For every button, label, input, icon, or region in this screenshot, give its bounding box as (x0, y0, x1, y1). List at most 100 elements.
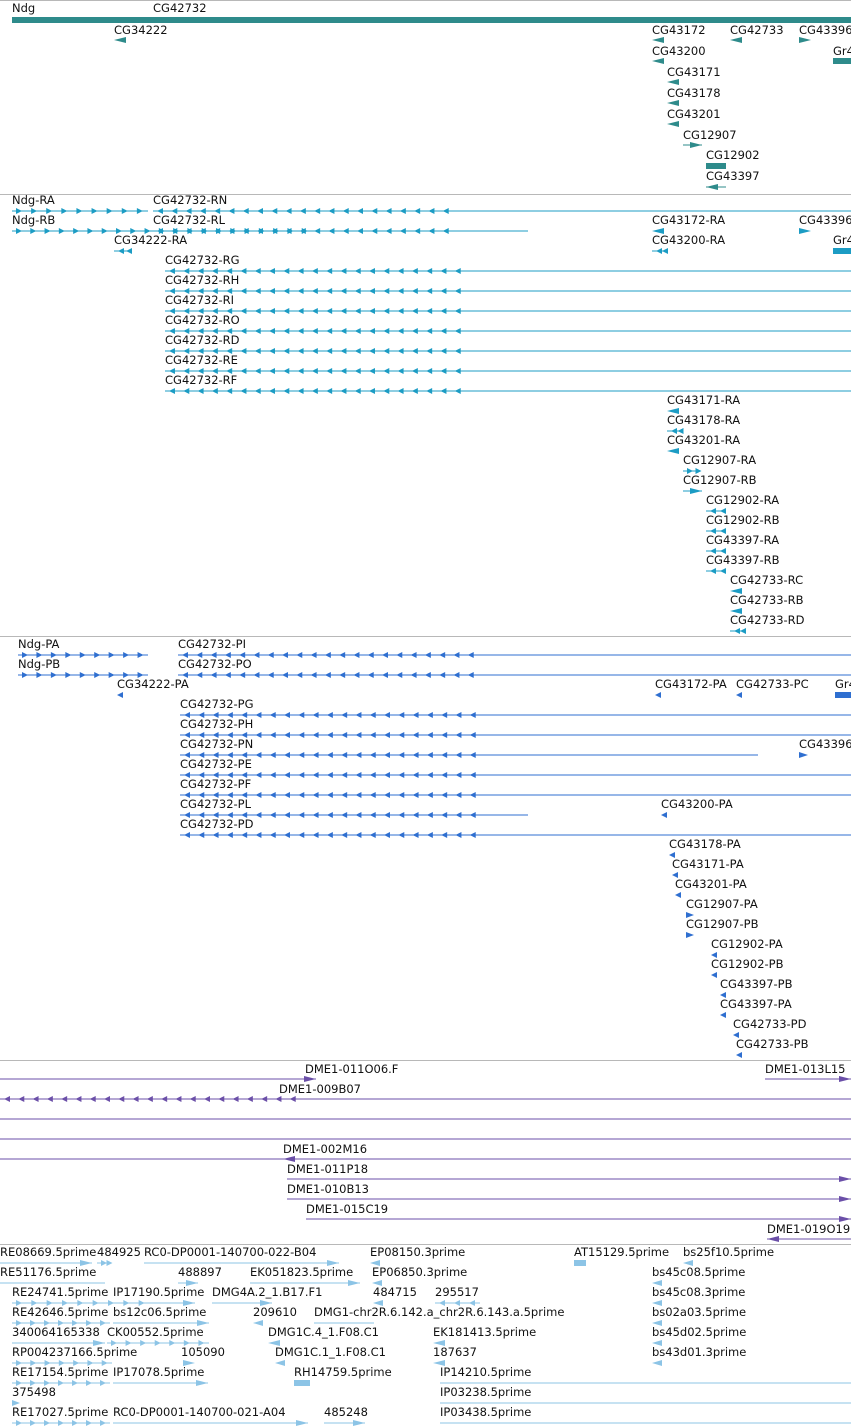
feature-cg43200-ra[interactable]: CG43200-RA (652, 233, 725, 254)
feature-gr43a[interactable]: Gr43a (833, 44, 851, 64)
feature-cg43397-pb[interactable]: CG43397-PB (720, 977, 793, 998)
feature-rh14759-5prime[interactable]: RH14759.5prime (294, 1365, 392, 1386)
feature-cg42732-pe[interactable]: CG42732-PE (180, 757, 851, 778)
feature-bs45d02-5prime[interactable]: bs45d02.5prime (652, 1325, 746, 1346)
feature-cg42732-ph[interactable]: CG42732-PH (180, 717, 851, 738)
feature-re42646-5prime[interactable]: RE42646.5prime (12, 1305, 110, 1326)
feature-re17154-5prime[interactable]: RE17154.5prime (12, 1365, 110, 1386)
feature-ndg-ra[interactable]: Ndg-RA (12, 193, 148, 214)
feature-105090[interactable]: 105090 (181, 1345, 225, 1366)
feature-295517[interactable]: 295517 (435, 1285, 480, 1306)
feature-dmg1c-1-1-f08-c1[interactable]: DMG1C.1_1.F08.C1 (275, 1345, 386, 1366)
feature-gr43a-ra[interactable]: Gr43a-RA (833, 233, 851, 254)
feature-cg43397-pa[interactable]: CG43397-PA (720, 997, 792, 1018)
feature-ek181413-5prime[interactable]: EK181413.5prime (433, 1325, 536, 1346)
feature-cg12907-ra[interactable]: CG12907-RA (683, 453, 756, 474)
feature-cg43171[interactable]: CG43171 (667, 65, 721, 85)
feature-cg42732-rg[interactable]: CG42732-RG (165, 253, 851, 274)
feature-cg43201-pa[interactable]: CG43201-PA (675, 877, 747, 898)
feature-187637[interactable]: 187637 (433, 1345, 477, 1366)
feature-cg42733-rb[interactable]: CG42733-RB (730, 593, 804, 614)
feature-cg43178-ra[interactable]: CG43178-RA (667, 413, 740, 434)
feature-cg42732-pn[interactable]: CG42732-PN (180, 737, 758, 758)
feature-dme1-015c19[interactable]: DME1-015C19 (306, 1202, 851, 1222)
feature-gr43a-pa[interactable]: Gr43a-PA (835, 677, 851, 698)
feature-cg12907[interactable]: CG12907 (683, 128, 737, 148)
feature-bs02a03-5prime[interactable]: bs02a03.5prime (652, 1305, 746, 1326)
feature-485248[interactable]: 485248 (324, 1405, 368, 1426)
feature-cg43397-ra[interactable]: CG43397-RA (706, 533, 779, 554)
feature-ep06850-3prime[interactable]: EP06850.3prime (372, 1265, 467, 1286)
feature-ip17078-5prime[interactable]: IP17078.5prime (113, 1365, 208, 1386)
feature-cg43201-ra[interactable]: CG43201-RA (667, 433, 740, 454)
feature-at15129-5prime[interactable]: AT15129.5prime (574, 1245, 669, 1266)
feature-cg42732-rl[interactable]: CG42732-RL (153, 213, 528, 234)
feature-cg42732-rd[interactable]: CG42732-RD (165, 333, 851, 354)
feature-re24741-5prime[interactable]: RE24741.5prime (12, 1285, 150, 1306)
feature-cg43171-ra[interactable]: CG43171-RA (667, 393, 740, 414)
feature-ip14210-5prime[interactable]: IP14210.5prime (440, 1365, 851, 1384)
feature-340064165338[interactable]: 340064165338 (12, 1325, 105, 1346)
feature-cg42733-rd[interactable]: CG42733-RD (730, 613, 805, 634)
feature-cg12902-rb[interactable]: CG12902-RB (706, 513, 780, 534)
feature-ip03238-5prime[interactable]: IP03238.5prime (440, 1385, 851, 1404)
feature-bs45c08-5prime[interactable]: bs45c08.5prime (652, 1265, 745, 1286)
feature-cg12902-pb[interactable]: CG12902-PB (711, 957, 784, 978)
feature-cg34222[interactable]: CG34222 (114, 23, 168, 43)
feature-cg42732-pi[interactable]: CG42732-PI (178, 637, 851, 658)
feature-cg42732-pg[interactable]: CG42732-PG (180, 697, 851, 718)
feature-cg42732[interactable]: CG42732 (148, 1, 851, 23)
feature-488897[interactable]: 488897 (178, 1265, 222, 1286)
feature-cg12907-rb[interactable]: CG12907-RB (683, 473, 757, 494)
feature-ndg[interactable]: Ndg (12, 1, 148, 23)
feature-cg43172-pa[interactable]: CG43172-PA (655, 677, 727, 698)
feature-cg43397[interactable]: CG43397 (706, 169, 760, 190)
feature-cg12907-pb[interactable]: CG12907-PB (686, 917, 759, 938)
feature-cg43397-rb[interactable]: CG43397-RB (706, 553, 780, 574)
feature-cg42732-rf[interactable]: CG42732-RF (165, 373, 851, 394)
feature-rc0-dp0001-140700-021-a04[interactable]: RC0-DP0001-140700-021-A04 (113, 1405, 308, 1426)
feature-375498[interactable]: 375498 (12, 1385, 56, 1406)
feature-rc0-dp0001-140700-022-b04[interactable]: RC0-DP0001-140700-022-B04 (144, 1245, 339, 1266)
feature-cg42733-pc[interactable]: CG42733-PC (736, 677, 809, 698)
feature-cg12902[interactable]: CG12902 (706, 148, 760, 169)
feature-ndg-pa[interactable]: Ndg-PA (18, 637, 148, 658)
feature-dmg1-chr2r-6-142-a-chr2r-6-143-a-5prime[interactable]: DMG1-chr2R.6.142.a_chr2R.6.143.a.5prime (314, 1305, 564, 1324)
feature-ep08150-3prime[interactable]: EP08150.3prime (370, 1245, 465, 1266)
feature-ck00552-5prime[interactable]: CK00552.5prime (107, 1325, 209, 1346)
feature-cg42733-pb[interactable]: CG42733-PB (736, 1037, 809, 1058)
feature-dmg4a-2-1-b17-f1[interactable]: DMG4A.2_1.B17.F1 (212, 1285, 322, 1306)
feature-ip17190-5prime[interactable]: IP17190.5prime (113, 1285, 204, 1306)
feature-dme1-011p18[interactable]: DME1-011P18 (287, 1162, 851, 1182)
feature-cg42732-pf[interactable]: CG42732-PF (180, 777, 851, 798)
feature-cg43172-ra[interactable]: CG43172-RA (652, 213, 725, 234)
feature-cg43200-pa[interactable]: CG43200-PA (661, 797, 733, 818)
feature-cg12902-pa[interactable]: CG12902-PA (711, 937, 783, 958)
feature-cg43171-pa[interactable]: CG43171-PA (672, 857, 744, 878)
feature-cg43178-pa[interactable]: CG43178-PA (669, 837, 741, 858)
feature-cg43200[interactable]: CG43200 (652, 44, 706, 64)
feature-dme1-019o19[interactable]: DME1-019O19 (767, 1222, 851, 1242)
feature-dme1-009b07[interactable]: DME1-009B07 (0, 1082, 851, 1102)
feature-cg43172[interactable]: CG43172 (652, 23, 706, 43)
feature-dme1-002m16[interactable]: DME1-002M16 (283, 1142, 851, 1162)
feature-dme1-010b13[interactable]: DME1-010B13 (287, 1182, 851, 1202)
feature-dme1-013l15[interactable]: DME1-013L15 (765, 1062, 851, 1082)
feature-bs43d01-3prime[interactable]: bs43d01.3prime (652, 1345, 746, 1366)
feature-re51176-5prime[interactable]: RE51176.5prime (0, 1265, 105, 1284)
feature-ndg-pb[interactable]: Ndg-PB (18, 657, 148, 678)
feature-cg42732-ro[interactable]: CG42732-RO (165, 313, 851, 334)
feature-cg42733-rc[interactable]: CG42733-RC (730, 573, 803, 594)
feature-re08669-5prime[interactable]: RE08669.5prime (0, 1245, 96, 1266)
feature-re17027-5prime[interactable]: RE17027.5prime (12, 1405, 110, 1426)
feature-cg12902-ra[interactable]: CG12902-RA (706, 493, 779, 514)
feature-cg42732-pd[interactable]: CG42732-PD (180, 817, 851, 838)
feature-cg43396-ra[interactable]: CG43396-RA (799, 213, 851, 234)
feature-209610[interactable]: 209610 (253, 1305, 297, 1326)
feature-cg43201[interactable]: CG43201 (667, 107, 721, 127)
feature-cg34222-ra[interactable]: CG34222-RA (114, 233, 187, 254)
feature-cg12907-pa[interactable]: CG12907-PA (686, 897, 758, 918)
feature-bs25f10-5prime[interactable]: bs25f10.5prime (683, 1245, 774, 1266)
feature-cg42733-pd[interactable]: CG42733-PD (733, 1017, 807, 1038)
